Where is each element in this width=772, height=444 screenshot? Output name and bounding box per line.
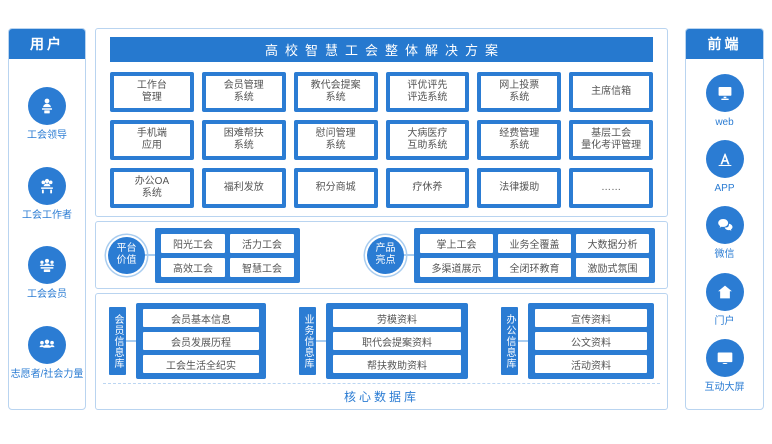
frontend-item-label: web	[715, 117, 734, 129]
frontend-item-wechat: 微信	[705, 206, 744, 261]
system-box: 网上投票 系统	[477, 72, 562, 112]
db-items-box: 劳模资料 职代会提案资料 帮扶救助资料	[326, 303, 468, 379]
db-group-office-info: 办公信息库 宣传资料 公文资料 活动资料	[501, 303, 654, 379]
platform-value-bubble: 平台 价值	[108, 236, 145, 274]
platform-value-item: 高效工会	[161, 257, 225, 277]
frontend-item-label: 门户	[714, 315, 735, 327]
value-highlights-panel: 平台 价值 阳光工会 活力工会 高效工会 智慧工会 产品 亮点 掌上工会 业务全…	[95, 221, 668, 289]
systems-grid: 工作台 管理 会员管理 系统 教代会提案 系统 评优评先 评选系统 网上投票 系…	[110, 72, 653, 208]
system-box: 福利发放	[201, 168, 286, 208]
users-sidebar-items: 工会领导 工会工作者 工会会员 志愿者/社会力量	[9, 59, 85, 409]
system-box: 主席信箱	[569, 72, 653, 112]
system-box: 手机端 应用	[110, 120, 194, 160]
platform-value-box: 阳光工会 活力工会 高效工会 智慧工会	[155, 227, 300, 283]
db-items-box: 会员基本信息 会员发展历程 工会生活全纪实	[136, 303, 266, 379]
solution-title: 高校智慧工会整体解决方案	[110, 37, 653, 62]
user-item-label: 工会会员	[27, 289, 67, 301]
union-staff-icon	[28, 166, 66, 205]
product-highlights-box: 掌上工会 业务全覆盖 大数据分析 多渠道展示 全闭环教育 激励式氛围	[414, 227, 655, 283]
portal-home-icon	[705, 272, 744, 311]
system-box: 疗休养	[385, 168, 470, 208]
system-box: 教代会提案 系统	[293, 72, 378, 112]
db-item: 会员基本信息	[143, 309, 259, 327]
users-sidebar-title: 用户	[9, 29, 85, 59]
user-item-label: 志愿者/社会力量	[10, 368, 84, 380]
user-item-label: 工会工作者	[22, 209, 72, 221]
frontend-sidebar-title: 前端	[686, 29, 763, 59]
db-group-member-info: 会员信息库 会员基本信息 会员发展历程 工会生活全纪实	[109, 303, 266, 379]
system-box: 办公OA 系统	[110, 168, 194, 208]
connector-line	[518, 340, 528, 342]
connector-line	[126, 340, 136, 342]
core-database-label: 核心数据库	[343, 390, 419, 404]
system-box: 慰问管理 系统	[293, 120, 378, 160]
user-item-label: 工会领导	[27, 130, 67, 142]
product-highlight-item: 多渠道展示	[420, 257, 493, 277]
platform-value-group: 平台 价值 阳光工会 活力工会 高效工会 智慧工会	[108, 227, 300, 283]
platform-value-item: 智慧工会	[230, 257, 294, 277]
db-item: 劳模资料	[333, 309, 461, 327]
frontend-item-bigscreen: 互动大屏	[704, 338, 745, 394]
system-box: 基层工会 量化考评管理	[569, 120, 653, 160]
product-highlight-item: 全闭环教育	[498, 257, 571, 277]
user-item-union-member: 工会会员	[27, 246, 67, 301]
frontend-item-label: 互动大屏	[704, 381, 745, 393]
wechat-icon	[705, 206, 744, 245]
user-item-union-staff: 工会工作者	[22, 166, 72, 222]
dashed-separator	[103, 383, 660, 384]
db-group-label: 办公信息库	[501, 307, 518, 375]
db-items-box: 宣传资料 公文资料 活动资料	[528, 303, 654, 379]
product-highlight-item: 激励式氛围	[576, 257, 649, 277]
users-sidebar: 用户 工会领导 工会工作者 工会会员	[8, 28, 86, 410]
product-highlight-item: 大数据分析	[576, 233, 649, 253]
system-box: 法律援助	[477, 168, 562, 208]
db-item: 工会生活全纪实	[143, 355, 259, 373]
frontend-item-label: APP	[714, 183, 735, 195]
system-box: 困难帮扶 系统	[201, 120, 286, 160]
product-highlight-item: 掌上工会	[420, 233, 493, 253]
db-item: 宣传资料	[535, 309, 647, 327]
platform-value-item: 阳光工会	[161, 233, 225, 253]
product-highlights-group: 产品 亮点 掌上工会 业务全覆盖 大数据分析 多渠道展示 全闭环教育 激励式氛围	[367, 227, 655, 283]
union-member-icon	[28, 246, 66, 285]
db-item: 会员发展历程	[143, 332, 259, 350]
frontend-item-web: web	[705, 74, 744, 129]
big-screen-icon	[705, 338, 744, 377]
frontend-item-label: 微信	[714, 249, 735, 261]
connector-line	[145, 254, 155, 257]
db-group-label: 会员信息库	[109, 307, 126, 375]
db-item: 活动资料	[535, 355, 647, 373]
systems-panel: 高校智慧工会整体解决方案 工作台 管理 会员管理 系统 教代会提案 系统 评优评…	[95, 28, 668, 218]
platform-value-item: 活力工会	[230, 233, 294, 253]
system-box: 大病医疗 互助系统	[385, 120, 470, 160]
core-database-panel: 会员信息库 会员基本信息 会员发展历程 工会生活全纪实 业务信息库 劳模资料 职…	[95, 293, 668, 410]
system-box: 经费管理 系统	[477, 120, 562, 160]
db-group-label: 业务信息库	[299, 307, 316, 375]
frontend-sidebar-items: web APP 微信 门户	[686, 59, 763, 409]
product-highlights-bubble: 产品 亮点	[367, 236, 404, 274]
db-group-business-info: 业务信息库 劳模资料 职代会提案资料 帮扶救助资料	[299, 303, 468, 379]
product-highlight-item: 业务全覆盖	[498, 233, 571, 253]
connector-line	[404, 254, 414, 257]
union-leader-icon	[28, 87, 66, 126]
user-item-volunteer: 志愿者/社会力量	[10, 325, 84, 381]
db-item: 公文资料	[535, 332, 647, 350]
frontend-sidebar: 前端 web APP 微信	[685, 28, 764, 410]
system-box: 评优评先 评选系统	[385, 72, 470, 112]
system-box: 会员管理 系统	[201, 72, 286, 112]
frontend-item-portal: 门户	[705, 272, 744, 328]
system-box-ellipsis: ……	[569, 168, 653, 208]
web-monitor-icon	[705, 74, 744, 113]
user-item-union-leader: 工会领导	[27, 87, 67, 142]
connector-line	[316, 340, 326, 342]
db-item: 帮扶救助资料	[333, 355, 461, 373]
db-item: 职代会提案资料	[333, 332, 461, 350]
solution-main: 高校智慧工会整体解决方案 工作台 管理 会员管理 系统 教代会提案 系统 评优评…	[95, 28, 668, 410]
app-icon	[705, 140, 744, 179]
system-box: 工作台 管理	[110, 72, 194, 112]
system-box: 积分商城	[293, 168, 378, 208]
frontend-item-app: APP	[705, 140, 744, 195]
volunteer-icon	[28, 325, 66, 364]
